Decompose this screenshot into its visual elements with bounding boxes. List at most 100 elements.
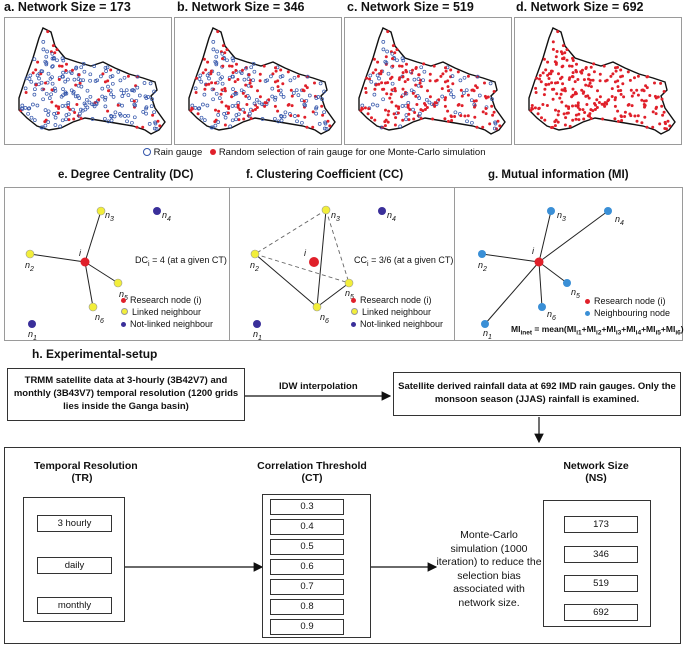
rain-gauge-marker <box>99 74 103 79</box>
selected-gauge-marker <box>619 114 623 118</box>
selected-gauge-marker <box>277 89 280 93</box>
selected-gauge-marker <box>581 91 585 95</box>
rain-gauge-marker <box>85 88 90 93</box>
rain-gauge-marker <box>113 110 118 115</box>
rain-gauge-marker <box>61 87 65 91</box>
selected-gauge-marker <box>412 117 416 121</box>
rain-gauge-marker <box>41 47 46 52</box>
selected-gauge-marker <box>560 88 564 92</box>
selected-gauge-marker <box>393 123 397 127</box>
selected-gauge-marker <box>414 94 418 98</box>
monte-carlo-text: Monte-Carlo simulation (1000 iteration) … <box>436 529 542 609</box>
rain-gauge-marker <box>278 74 283 79</box>
rain-gauge-marker <box>79 107 83 112</box>
selected-gauge-marker <box>435 78 439 82</box>
rain-gauge-marker <box>462 75 467 80</box>
dc-node-n5: n5 <box>119 289 128 302</box>
selected-gauge-marker <box>570 95 574 99</box>
selected-gauge-marker <box>658 122 662 126</box>
rain-gauge-marker <box>220 81 225 86</box>
selected-gauge-marker <box>642 89 646 93</box>
selected-gauge-marker <box>216 30 220 34</box>
selected-gauge-marker <box>24 91 28 94</box>
selected-gauge-marker <box>201 71 205 75</box>
rain-gauge-marker <box>90 102 94 107</box>
rain-gauge-marker <box>214 54 219 59</box>
selected-gauge-marker <box>44 81 47 85</box>
selected-gauge-marker <box>571 118 575 122</box>
cc-formula: CCi = 3/6 (at a given CT) <box>354 255 454 268</box>
rain-gauge-marker <box>154 127 159 131</box>
rain-gauge-marker <box>71 107 75 112</box>
mi-node-i: i <box>532 246 534 256</box>
selected-gauge-marker <box>629 114 633 118</box>
selected-gauge-marker <box>223 87 227 90</box>
selected-gauge-marker <box>360 106 364 110</box>
selected-gauge-marker <box>421 109 425 113</box>
selected-gauge-marker <box>60 64 64 68</box>
selected-gauge-marker <box>262 64 266 68</box>
rain-gauge-marker <box>213 59 218 64</box>
selected-gauge-marker <box>596 89 599 93</box>
selected-gauge-marker <box>653 81 656 85</box>
selected-gauge-marker <box>587 96 591 100</box>
selected-gauge-marker <box>456 103 460 107</box>
selected-gauge-marker <box>156 119 160 123</box>
selected-gauge-marker <box>484 96 488 100</box>
rain-gauge-marker <box>61 58 66 63</box>
selected-gauge-marker <box>583 111 587 114</box>
legend-rain-gauge: Rain gauge <box>153 147 203 158</box>
selected-gauge-marker <box>72 117 76 121</box>
selected-gauge-marker <box>367 107 371 111</box>
rain-gauge-marker <box>121 91 126 95</box>
selected-gauge-marker <box>231 71 235 75</box>
rain-gauge-marker <box>477 93 482 98</box>
selected-gauge-marker <box>628 78 632 82</box>
rain-gauge-marker <box>314 111 318 116</box>
selected-gauge-marker <box>109 68 113 72</box>
legend-random-selection: Random selection of rain gauge for one M… <box>218 147 486 158</box>
selected-gauge-marker <box>372 57 376 61</box>
selected-gauge-marker <box>630 104 634 108</box>
selected-gauge-marker <box>393 51 397 55</box>
rain-gauge-marker <box>46 120 51 124</box>
selected-gauge-marker <box>53 51 57 55</box>
rain-gauge-marker <box>251 62 256 66</box>
selected-gauge-marker <box>390 100 394 104</box>
selected-gauge-marker <box>545 104 549 107</box>
neighbouring-node-icon <box>585 311 590 316</box>
selected-gauge-marker <box>466 74 470 78</box>
basin-outline <box>18 27 166 135</box>
rain-gauge-marker <box>300 120 304 125</box>
selected-gauge-marker <box>481 110 485 114</box>
rain-gauge-marker <box>119 88 124 93</box>
mi-node-n4: n4 <box>615 214 624 227</box>
rain-gauge-marker <box>295 119 299 124</box>
selected-gauge-marker <box>64 69 68 72</box>
rain-gauge-marker <box>50 81 55 86</box>
selected-gauge-marker <box>565 58 569 62</box>
selected-gauge-marker <box>443 104 447 108</box>
selected-gauge-marker <box>227 78 231 81</box>
selected-gauge-marker <box>66 105 70 109</box>
selected-gauge-marker <box>407 118 411 122</box>
selected-gauge-marker <box>74 83 78 87</box>
selected-gauge-marker <box>253 108 257 111</box>
selected-gauge-marker <box>406 105 410 109</box>
rain-gauge-marker <box>149 104 154 109</box>
rain-gauge-marker <box>193 86 198 91</box>
map-title-d: d. Network Size = 692 <box>516 0 644 14</box>
selected-gauge-marker <box>194 91 198 94</box>
rain-gauge-marker <box>216 113 221 117</box>
rain-gauge-marker <box>19 106 24 111</box>
selected-gauge-marker <box>449 114 453 118</box>
selected-gauge-marker <box>39 72 43 76</box>
selected-gauge-marker <box>555 50 559 53</box>
rain-gauge-marker <box>451 95 456 99</box>
selected-gauge-marker <box>400 64 404 68</box>
rain-gauge-marker <box>207 76 211 81</box>
selected-gauge-marker <box>616 79 620 83</box>
selected-gauge-marker <box>446 79 450 83</box>
rain-gauge-marker <box>458 78 463 83</box>
map-panel-d <box>514 17 682 145</box>
